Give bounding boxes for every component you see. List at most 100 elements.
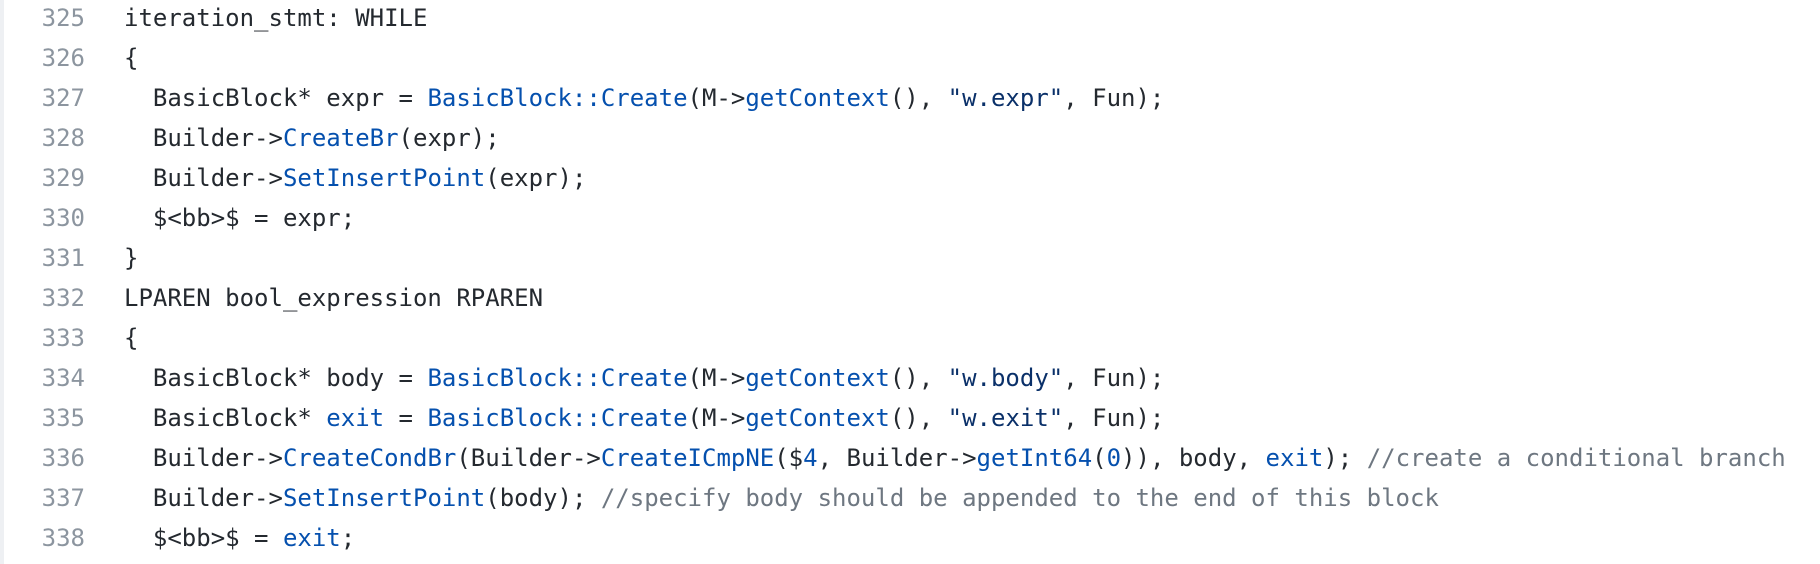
code-token: )), body, — [1121, 444, 1266, 472]
code-token: (M-> — [687, 84, 746, 112]
code-text: } — [124, 238, 138, 278]
line-number[interactable]: 335 — [41, 404, 85, 432]
code-line: 333 { — [0, 318, 1820, 358]
code-identifier: getContext — [745, 84, 890, 112]
code-line: 325 iteration_stmt: WHILE — [0, 0, 1820, 38]
code-token: (expr); — [398, 124, 500, 152]
code-text: BasicBlock* exit = BasicBlock::Create(M-… — [124, 398, 1165, 438]
code-token: ; — [340, 524, 356, 552]
code-text: Builder->CreateBr(expr); — [124, 118, 500, 158]
left-border — [0, 0, 4, 564]
code-identifier: 0 — [1106, 444, 1122, 472]
line-number[interactable]: 332 — [41, 284, 85, 312]
code-string: "w.exit" — [947, 404, 1064, 432]
line-number[interactable]: 331 — [41, 244, 85, 272]
code-token: (), — [889, 364, 948, 392]
code-token: ); — [1323, 444, 1367, 472]
code-identifier: BasicBlock::Create — [427, 84, 688, 112]
code-token: , Builder-> — [817, 444, 977, 472]
code-string: "w.body" — [947, 364, 1064, 392]
line-number[interactable]: 336 — [41, 444, 85, 472]
code-token: } — [124, 244, 139, 272]
code-token: BasicBlock* — [124, 404, 327, 432]
code-line: 332 LPAREN bool_expression RPAREN — [0, 278, 1820, 318]
code-token: (body); — [485, 484, 601, 512]
code-token: { — [124, 44, 139, 72]
code-token: iteration_stmt: WHILE — [124, 4, 428, 32]
code-text: iteration_stmt: WHILE — [124, 0, 427, 38]
code-token: Builder-> — [124, 164, 283, 192]
code-line: 337 Builder->SetInsertPoint(body); //spe… — [0, 478, 1820, 518]
code-token: (Builder-> — [456, 444, 601, 472]
code-comment: //specify body should be appended to the… — [600, 484, 1439, 512]
code-text: Builder->SetInsertPoint(body); //specify… — [124, 478, 1439, 518]
code-token: (M-> — [687, 364, 746, 392]
code-identifier: getContext — [745, 364, 890, 392]
code-token: { — [124, 324, 139, 352]
code-token: ( — [1092, 444, 1107, 472]
code-identifier: SetInsertPoint — [282, 484, 486, 512]
code-line: 331} — [0, 238, 1820, 278]
code-token: (), — [889, 404, 948, 432]
code-token: Builder-> — [124, 484, 283, 512]
code-line: 335 BasicBlock* exit = BasicBlock::Creat… — [0, 398, 1820, 438]
code-text: { — [124, 38, 138, 78]
code-text: LPAREN bool_expression RPAREN — [124, 278, 543, 318]
code-text: { — [124, 318, 138, 358]
code-identifier: CreateBr — [282, 124, 399, 152]
code-token: Builder-> — [124, 444, 283, 472]
code-text: Builder->CreateCondBr(Builder->CreateICm… — [124, 438, 1786, 478]
code-text: BasicBlock* expr = BasicBlock::Create(M-… — [124, 78, 1164, 118]
code-text: Builder->SetInsertPoint(expr); — [124, 158, 587, 198]
line-number[interactable]: 330 — [41, 204, 85, 232]
code-token: , Fun); — [1063, 84, 1165, 112]
code-token: BasicBlock* expr = — [124, 84, 428, 112]
code-line: 338 $<bb>$ = exit; — [0, 518, 1820, 558]
line-number[interactable]: 337 — [41, 484, 85, 512]
line-number[interactable]: 326 — [41, 44, 85, 72]
code-identifier: CreateICmpNE — [600, 444, 775, 472]
code-text: BasicBlock* body = BasicBlock::Create(M-… — [124, 358, 1164, 398]
code-comment: //create a conditional branch — [1366, 444, 1786, 472]
code-token: (expr); — [485, 164, 587, 192]
code-identifier: SetInsertPoint — [282, 164, 486, 192]
code-token: (M-> — [687, 404, 746, 432]
code-token: (), — [889, 84, 948, 112]
code-identifier: getInt64 — [976, 444, 1093, 472]
line-number[interactable]: 334 — [41, 364, 85, 392]
code-token: , Fun); — [1063, 364, 1165, 392]
code-identifier: BasicBlock::Create — [427, 404, 688, 432]
code-identifier: exit — [282, 524, 341, 552]
code-identifier: BasicBlock::Create — [427, 364, 688, 392]
code-token: $<bb>$ = expr; — [124, 204, 356, 232]
code-line: 336 Builder->CreateCondBr(Builder->Creat… — [0, 438, 1820, 478]
code-token: ($ — [774, 444, 804, 472]
code-line: 326 { — [0, 38, 1820, 78]
code-token: , Fun); — [1063, 404, 1165, 432]
code-token: BasicBlock* body = — [124, 364, 428, 392]
code-token: Builder-> — [124, 124, 283, 152]
code-identifier: 4 — [803, 444, 818, 472]
code-token: $<bb>$ = — [124, 524, 283, 552]
code-identifier: getContext — [745, 404, 890, 432]
line-number[interactable]: 328 — [41, 124, 85, 152]
code-string: "w.expr" — [947, 84, 1064, 112]
code-line: 330 $<bb>$ = expr; — [0, 198, 1820, 238]
line-number[interactable]: 333 — [41, 324, 85, 352]
line-number[interactable]: 338 — [41, 524, 85, 552]
code-token: LPAREN bool_expression RPAREN — [124, 284, 544, 312]
code-token: = — [384, 404, 428, 432]
line-number[interactable]: 329 — [41, 164, 85, 192]
code-line: 334 BasicBlock* body = BasicBlock::Creat… — [0, 358, 1820, 398]
code-text: $<bb>$ = expr; — [124, 198, 355, 238]
code-text: $<bb>$ = exit; — [124, 518, 355, 558]
code-identifier: exit — [326, 404, 385, 432]
code-identifier: CreateCondBr — [282, 444, 457, 472]
line-number[interactable]: 325 — [41, 4, 85, 32]
code-line: 328 Builder->CreateBr(expr); — [0, 118, 1820, 158]
code-line: 327 BasicBlock* expr = BasicBlock::Creat… — [0, 78, 1820, 118]
line-number[interactable]: 327 — [41, 84, 85, 112]
code-identifier: exit — [1265, 444, 1324, 472]
code-line: 329 Builder->SetInsertPoint(expr); — [0, 158, 1820, 198]
